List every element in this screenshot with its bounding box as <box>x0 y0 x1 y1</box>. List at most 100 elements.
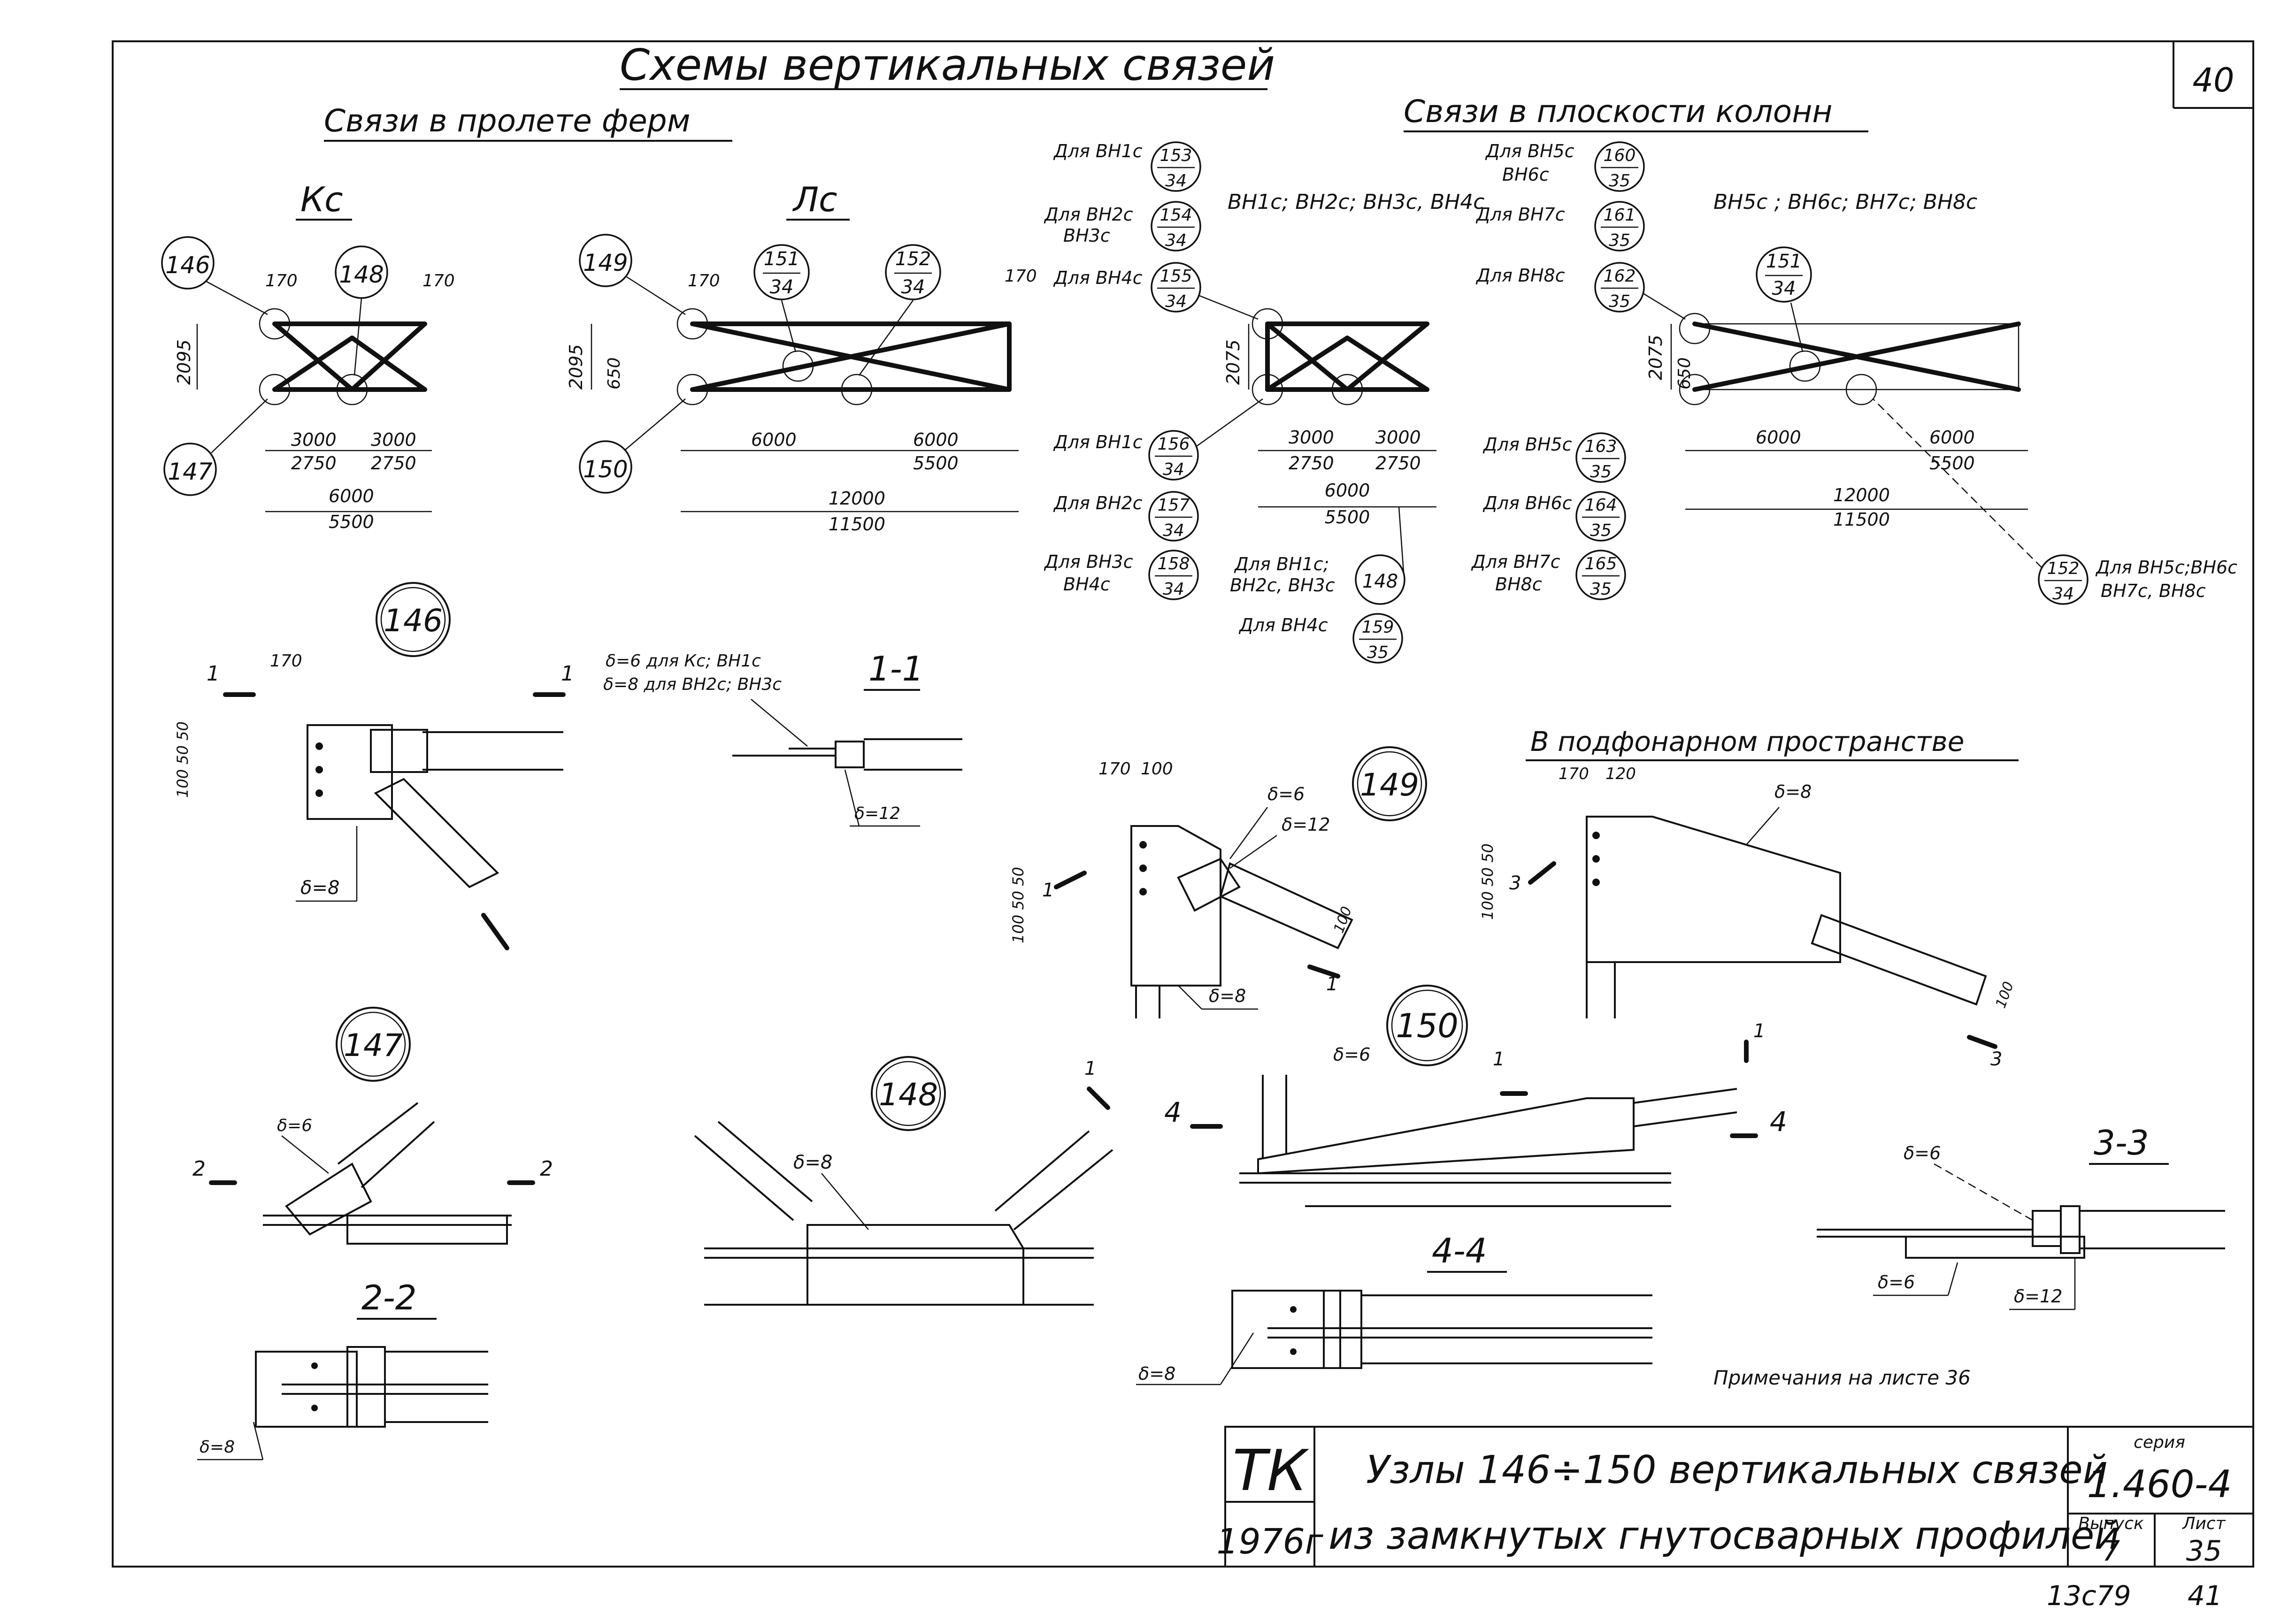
node-lantern-dim-120: 120 <box>1605 765 1636 783</box>
bh1-ref-158-label: Для ВН3с <box>1044 551 1133 572</box>
node-149-dim-100b: 100 <box>1331 904 1355 935</box>
node-146-cut-left: 1 <box>207 662 220 686</box>
bh1-ref-153-den: 34 <box>1165 171 1187 191</box>
sheet-frame <box>112 40 2254 1568</box>
stamp-issue: 7 <box>2102 1535 2120 1568</box>
bh5-ref-152-label2: ВН7с, ВН8с <box>2101 581 2206 601</box>
section-3-3: 3-3 δ=6 δ=6 δ=12 <box>1817 1123 2225 1310</box>
node-lantern-dim-170: 170 <box>1559 765 1589 783</box>
bh1-dim-3000a: 3000 <box>1289 427 1334 448</box>
bh5-dim-650: 650 <box>1675 357 1694 390</box>
node-147-title: 147 <box>344 1027 403 1063</box>
bh1-ref-157-den: 34 <box>1163 521 1184 540</box>
section-1-1-delta: δ=12 <box>854 804 900 823</box>
bh5-ref-162-num: 162 <box>1604 267 1636 286</box>
stamp-year: 1976г <box>1216 1522 1323 1562</box>
node-lantern-delta: δ=8 <box>1774 781 1812 802</box>
footer-right: 41 <box>2188 1580 2222 1612</box>
main-title: Схемы вертикальных связей <box>620 40 1275 90</box>
section-1-1: 1-1 δ=6 для Кс; ВН1с δ=8 для ВН2с; ВН3с … <box>603 649 962 827</box>
node-146: 146 1 1 170 100 50 50 δ=8 <box>174 582 574 950</box>
node-150-cut-4-right: 4 <box>1770 1106 1787 1138</box>
bh5-ref-152-num: 152 <box>2047 559 2080 578</box>
bh5-ref-165-label2: ВН8с <box>1495 574 1542 595</box>
section-title-columns: Связи в плоскости колонн <box>1404 93 1833 130</box>
node-147-delta: δ=6 <box>277 1116 312 1135</box>
section-3-3-delta12: δ=12 <box>2014 1286 2062 1307</box>
bh1-ref-154-label: Для ВН2с <box>1044 204 1133 225</box>
scheme-kc-title: Кс <box>300 180 343 219</box>
bh5-ref-163-label: Для ВН5с <box>1482 434 1572 455</box>
node-149-dim-100: 100 <box>1141 759 1173 779</box>
section-4-4-title: 4-4 <box>1432 1231 1487 1270</box>
node-lantern: В подфонарном пространстве 170 120 100 5… <box>1479 726 2019 1070</box>
lc-dim-11500: 11500 <box>829 514 885 535</box>
node-lantern-dim-100: 100 <box>1993 979 2017 1010</box>
scheme-bh5: ВН5с ; ВН6с; ВН7с; ВН8с 151 34 2075 650 … <box>1471 141 2237 605</box>
bh1-dim-2750b: 2750 <box>1375 453 1421 474</box>
bh5-dim-height: 2075 <box>1645 335 1666 380</box>
stamp-series-label: серия <box>2134 1433 2185 1452</box>
scheme-bh5-title: ВН5с ; ВН6с; ВН7с; ВН8с <box>1713 190 1977 214</box>
bh1-dim-6000: 6000 <box>1325 480 1370 501</box>
bh5-ref-160-num: 160 <box>1604 146 1636 165</box>
kc-node-148: 148 <box>339 261 384 288</box>
stamp-title-line1: Узлы 146÷150 вертикальных связей <box>1366 1448 2108 1492</box>
bh5-ref-162-den: 35 <box>1609 292 1630 311</box>
lc-node-149: 149 <box>583 249 628 276</box>
section-3-3-delta6b: δ=6 <box>1878 1272 1915 1293</box>
node-149-delta6: δ=6 <box>1267 784 1305 804</box>
scheme-bh1-title: ВН1с; ВН2с; ВН3с, ВН4с <box>1228 190 1484 214</box>
section-2-2: 2-2 δ=8 <box>197 1278 488 1461</box>
node-146-dims: 100 50 50 <box>174 721 192 798</box>
kc-node-146: 146 <box>165 252 210 279</box>
bh5-ref-160-label2: ВН6с <box>1502 164 1549 185</box>
bh1-dim-5500: 5500 <box>1325 507 1370 528</box>
bh1-ref-156-label: Для ВН1с <box>1053 432 1143 452</box>
node-149-cut-right: 1 <box>1326 973 1338 995</box>
node-lantern-title: В подфонарном пространстве <box>1530 726 1964 757</box>
bh1-ref-154-label2: ВН3с <box>1063 225 1110 246</box>
section-title-truss: Связи в пролете ферм <box>324 103 691 139</box>
lc-ref-151-den: 34 <box>770 276 794 298</box>
node-146-dim-170: 170 <box>270 651 302 671</box>
kc-dim-2750a: 2750 <box>291 453 337 474</box>
node-150-cut-1: 1 <box>1493 1048 1505 1070</box>
node-149-dim-170: 170 <box>1098 759 1131 779</box>
bh1-ref-159-num: 159 <box>1362 618 1394 637</box>
node-lantern-cut-left: 3 <box>1509 872 1521 894</box>
kc-dim-2750b: 2750 <box>371 453 416 474</box>
lc-dim-6000b: 6000 <box>913 429 959 450</box>
node-150-cut-1b: 1 <box>1753 1020 1765 1042</box>
kc-dim-170a: 170 <box>265 271 298 291</box>
bh1-ref-157-num: 157 <box>1158 496 1190 515</box>
bh1-ref-153-num: 153 <box>1160 146 1192 165</box>
stamp-sheet: 35 <box>2186 1535 2222 1568</box>
node-149-cut-left: 1 <box>1042 880 1054 901</box>
bh1-ref-156-den: 34 <box>1163 460 1184 479</box>
bh5-dim-6000a: 6000 <box>1756 427 1801 448</box>
node-148-title: 148 <box>879 1077 938 1113</box>
node-146-delta: δ=8 <box>300 877 339 899</box>
bh1-ref-154-num: 154 <box>1160 206 1192 225</box>
bh5-ref-161-label: Для ВН7с <box>1475 204 1565 225</box>
bh5-ref-165-num: 165 <box>1585 554 1617 574</box>
title-block: ТК 1976г Узлы 146÷150 вертикальных связе… <box>1216 1426 2254 1568</box>
scheme-kc: Кс 146 148 147 170 170 2095 3000 3000 27… <box>161 180 455 532</box>
bh1-ref-156-num: 156 <box>1158 435 1190 454</box>
section-1-1-title: 1-1 <box>868 649 924 688</box>
lc-ref-152-num: 152 <box>895 248 931 270</box>
stamp-title-line2: из замкнутых гнутосварных профилей <box>1328 1514 2119 1558</box>
bh1-ref-157-label: Для ВН2с <box>1053 493 1143 513</box>
lc-dim-height: 2095 <box>566 344 586 390</box>
section-1-1-note1: δ=6 для Кс; ВН1с <box>606 651 761 671</box>
stamp-org: ТК <box>1233 1438 1309 1504</box>
sheet-number: 40 <box>2192 61 2234 99</box>
bh1-ref-155-label: Для ВН4с <box>1053 268 1143 288</box>
bh5-dim-6000b: 6000 <box>1929 427 1975 448</box>
bh1-ref-153-label: Для ВН1с <box>1053 141 1143 161</box>
lc-node-150: 150 <box>583 456 628 483</box>
bh5-ref-165-den: 35 <box>1590 580 1612 599</box>
lc-dim-6000a: 6000 <box>751 429 797 450</box>
